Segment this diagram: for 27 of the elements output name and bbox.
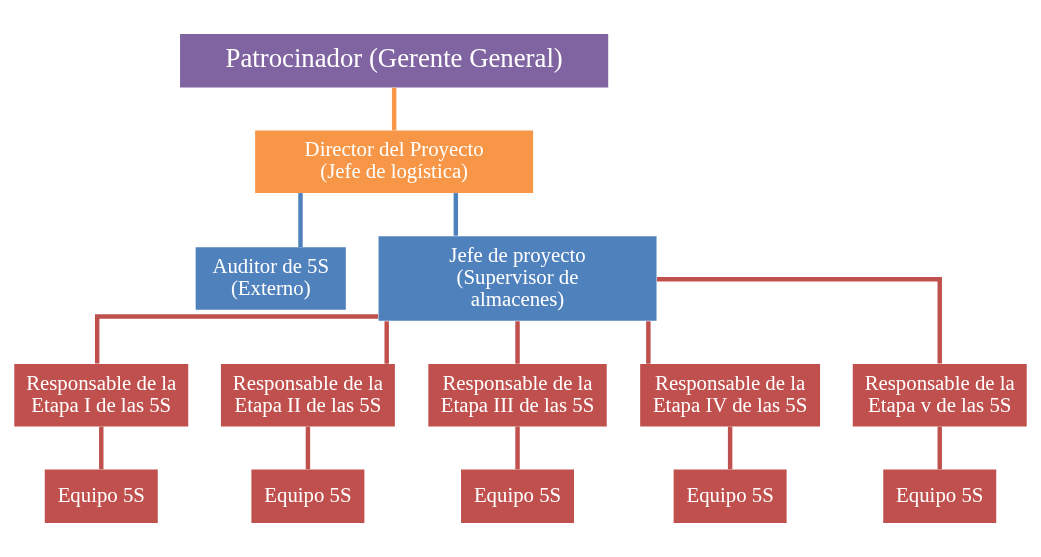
connector (298, 193, 303, 248)
node-box: Equipo 5S (461, 469, 574, 524)
node-box: Equipo 5S (883, 469, 997, 524)
node-box: Responsable de la Etapa I de las 5S (14, 364, 189, 427)
connector (937, 426, 942, 470)
node-box: Responsable de la Etapa II de las 5S (220, 364, 395, 427)
connector (384, 321, 389, 364)
node-box: Patrocinador (Gerente General) (180, 33, 609, 88)
node-box: Jefe de proyecto (Supervisor de almacenes) (378, 236, 657, 321)
connector (391, 87, 397, 131)
connector (727, 426, 733, 470)
node-box: Equipo 5S (251, 469, 365, 524)
node-box: Equipo 5S (44, 469, 158, 524)
connector (453, 193, 459, 236)
connector (646, 321, 651, 364)
connector (515, 426, 520, 470)
node-box: Equipo 5S (673, 469, 787, 524)
connector (515, 321, 520, 364)
connector (94, 314, 379, 364)
node-box: Director del Proyecto (Jefe de logística) (255, 130, 534, 193)
connector (656, 277, 942, 364)
connector (99, 426, 104, 470)
node-box: Responsable de la Etapa III de las 5S (428, 364, 607, 427)
connector (305, 426, 311, 470)
node-box: Responsable de la Etapa v de las 5S (852, 364, 1027, 427)
node-box: Responsable de la Etapa IV de las 5S (640, 364, 821, 427)
node-box: Auditor de 5S (Externo) (195, 247, 346, 310)
